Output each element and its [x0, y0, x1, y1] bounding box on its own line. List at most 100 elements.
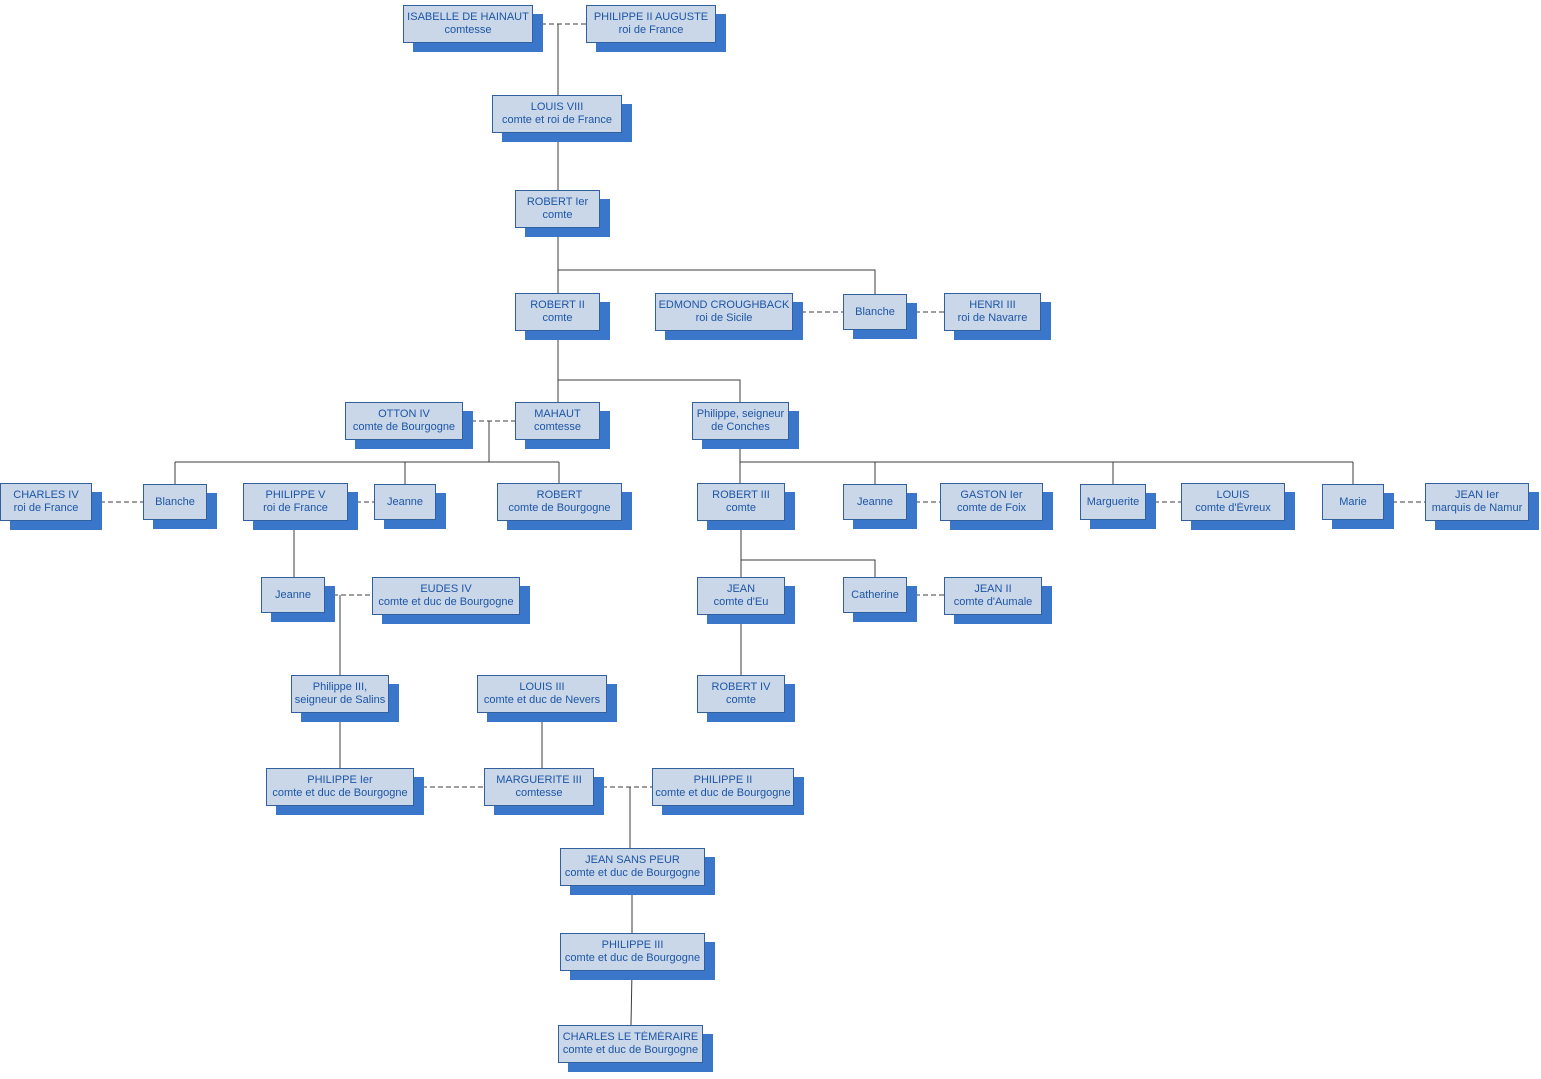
person-name: ROBERT II	[530, 299, 585, 311]
person-name: MARGUERITE III	[496, 774, 582, 786]
person-node-jeanne-france: Jeanne	[261, 577, 325, 613]
person-title: comte	[542, 312, 573, 324]
descent-connector	[630, 970, 633, 1026]
person-name: GASTON Ier	[960, 489, 1023, 501]
person-title: comte et duc de Bourgogne	[564, 952, 701, 964]
descent-connector	[558, 379, 741, 402]
person-title: comte d'Eu	[713, 596, 769, 608]
person-name: Catherine	[851, 588, 899, 601]
person-name: LOUIS VIII	[530, 101, 584, 113]
person-name: Jeanne	[386, 495, 424, 508]
person-name: CHARLES IV	[13, 489, 79, 501]
person-name: Marie	[1339, 495, 1367, 508]
person-name: Blanche	[855, 305, 895, 318]
person-node-blanche-navarre: Blanche	[843, 294, 907, 330]
person-name: PHILIPPE Ier	[307, 774, 373, 786]
person-title: seigneur de Salins	[294, 694, 386, 706]
person-name: ISABELLE DE HAINAUT	[407, 11, 529, 23]
person-name: EUDES IV	[420, 583, 472, 595]
person-title: comte et duc de Bourgogne	[562, 1044, 699, 1056]
person-title: roi de France	[263, 502, 328, 514]
person-name: CHARLES LE TÉMÉRAIRE	[562, 1031, 699, 1043]
person-node-marguerite-evreux: Marguerite	[1080, 484, 1146, 520]
person-name: OTTON IV	[378, 408, 430, 420]
person-title: comtesse	[533, 421, 582, 433]
person-name: JEAN II	[974, 583, 1012, 595]
person-name: EDMOND CROUGHBACK	[658, 299, 790, 311]
person-node-marie-namur: Marie	[1322, 484, 1384, 520]
person-title: comte et duc de Bourgogne	[378, 596, 514, 608]
person-name: PHILIPPE II	[693, 774, 753, 786]
person-title: comte de Bourgogne	[508, 502, 611, 514]
person-name: MAHAUT	[534, 408, 581, 420]
person-name: Jeanne	[856, 495, 894, 508]
person-title: comtesse	[515, 787, 563, 799]
person-name: Blanche	[155, 495, 195, 508]
person-name: Jeanne	[274, 588, 312, 601]
person-title: comte de Bourgogne	[352, 421, 456, 433]
person-name: LOUIS	[1216, 489, 1250, 501]
person-title: comte et duc de Nevers	[483, 694, 601, 706]
person-name: Marguerite	[1086, 495, 1140, 508]
person-name: ROBERT III	[712, 489, 770, 501]
person-node-catherine: Catherine	[843, 577, 907, 613]
person-name: JEAN SANS PEUR	[585, 854, 680, 866]
person-title: comte	[726, 502, 756, 514]
person-name: Philippe, seigneur	[696, 408, 785, 420]
person-node-blanche-artois: Blanche	[143, 484, 207, 520]
person-node-philippe-iii-salins: Philippe III,seigneur de Salins	[291, 675, 389, 713]
person-title: comte de Foix	[956, 502, 1027, 514]
person-node-jeanne-foix: Jeanne	[843, 484, 907, 520]
person-name: PHILIPPE III	[601, 939, 664, 951]
person-name: ROBERT	[536, 489, 583, 501]
person-title: comte	[726, 694, 756, 706]
descent-connector	[741, 559, 876, 577]
person-title: roi de Sicile	[695, 312, 753, 324]
person-name: HENRI III	[969, 299, 1016, 311]
person-name: LOUIS III	[519, 681, 565, 693]
person-name: PHILIPPE V	[265, 489, 326, 501]
person-title: roi de France	[618, 24, 684, 36]
person-title: comte	[542, 209, 573, 221]
person-title: comtesse	[444, 24, 492, 36]
person-node-jeanne-bourgogne: Jeanne	[374, 484, 436, 520]
person-name: ROBERT Ier	[526, 196, 589, 208]
person-title: roi de Navarre	[957, 312, 1028, 324]
person-title: comte et duc de Bourgogne	[564, 867, 701, 879]
person-name: JEAN Ier	[1454, 489, 1499, 501]
person-title: marquis de Namur	[1431, 502, 1523, 514]
person-name: PHILIPPE II AUGUSTE	[593, 11, 709, 23]
person-title: comte et roi de France	[501, 114, 613, 126]
person-name: ROBERT IV	[711, 681, 771, 693]
person-name: JEAN	[726, 583, 756, 595]
descent-connector	[558, 269, 876, 294]
